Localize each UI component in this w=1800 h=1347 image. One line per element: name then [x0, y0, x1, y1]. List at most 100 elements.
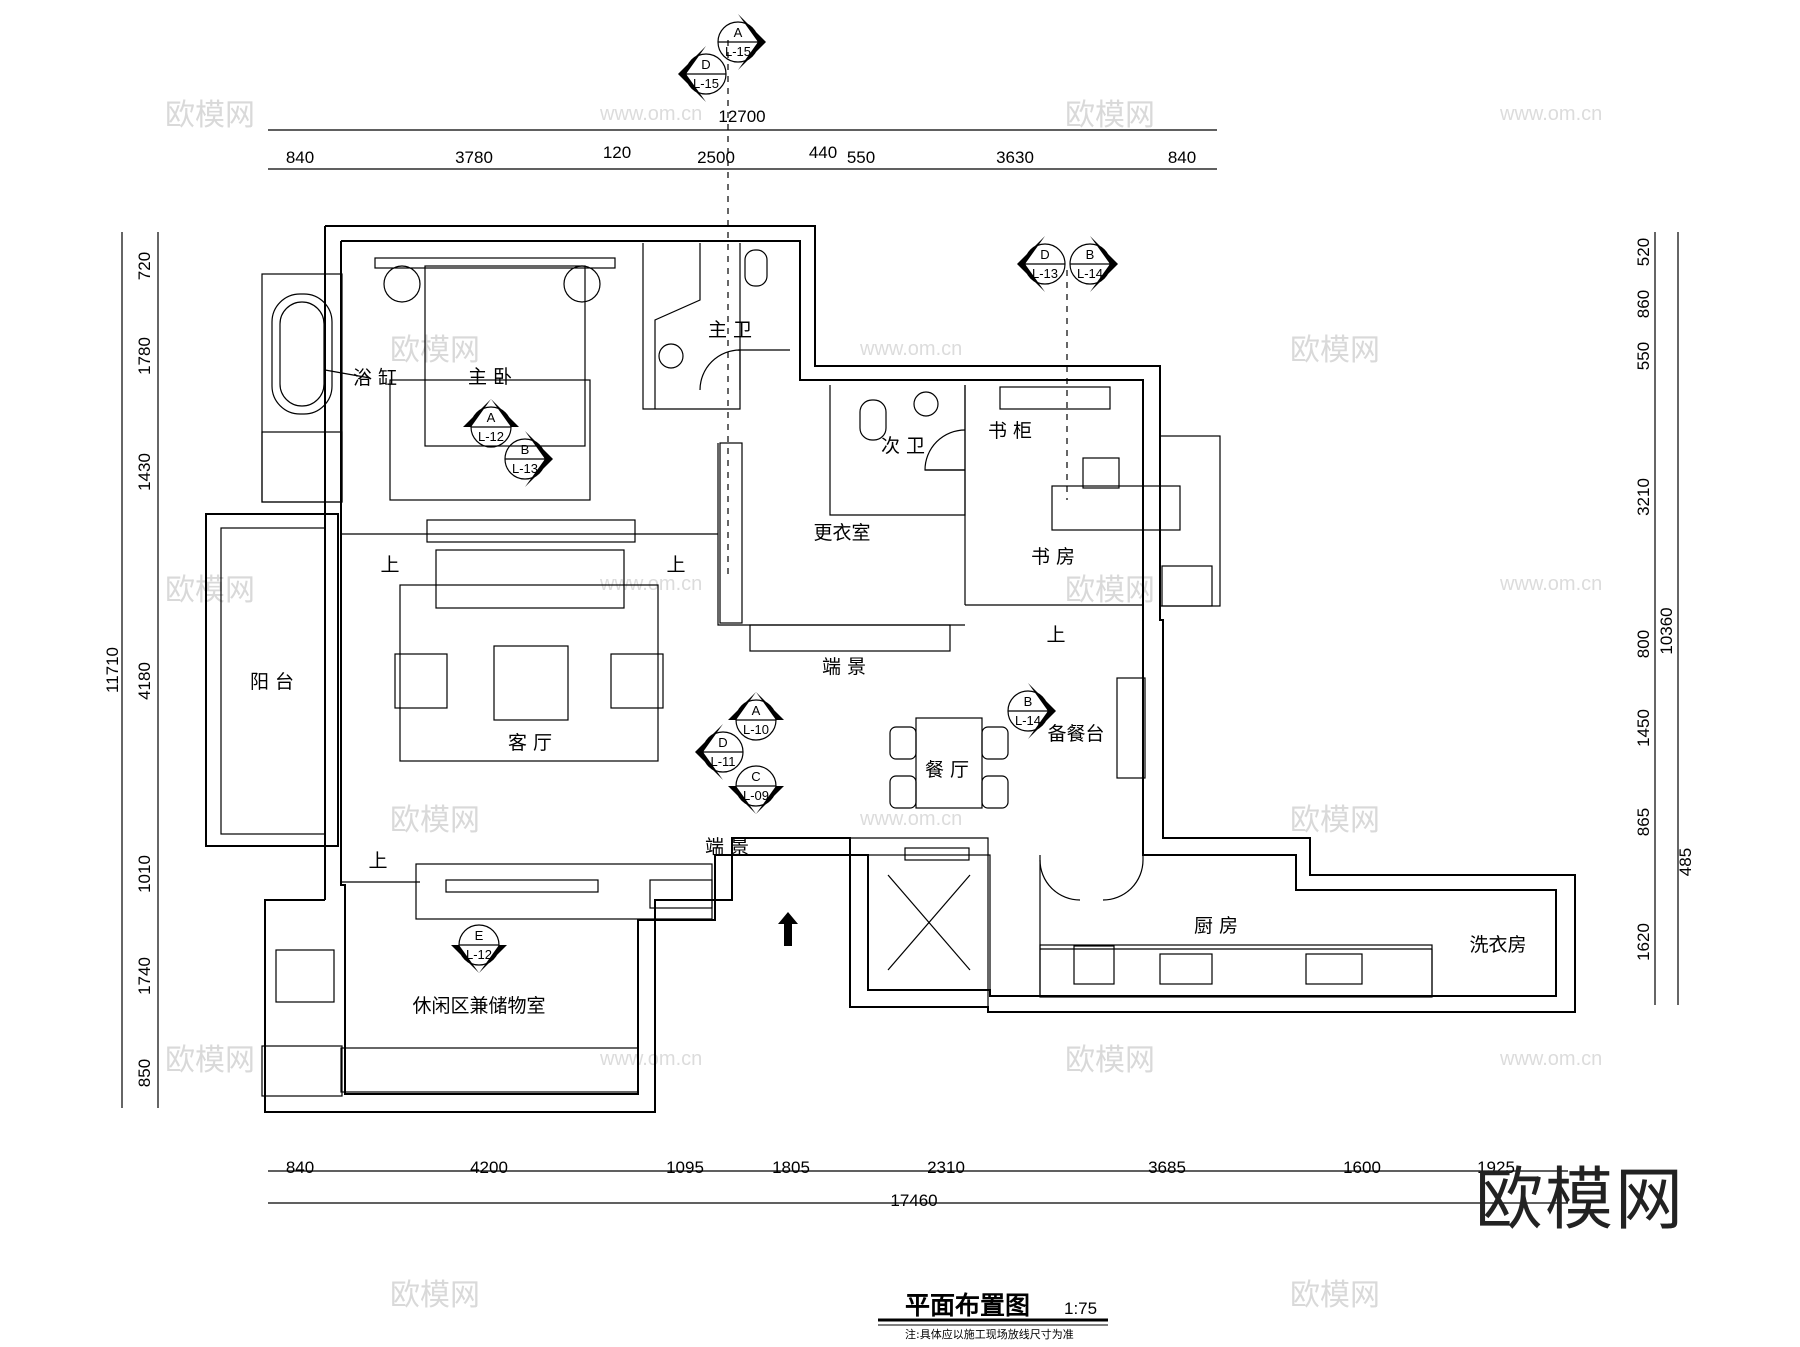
lamp-icon: [383, 265, 421, 303]
dim-right: 1620: [1634, 923, 1653, 961]
elevation-symbol: A L-10: [728, 692, 784, 741]
dim-top: 440: [809, 143, 837, 162]
drawing-scale: 1:75: [1064, 1299, 1097, 1318]
label-living-room: 客 厅: [508, 732, 552, 754]
dim-left: 1740: [135, 957, 154, 995]
svg-text:B: B: [1086, 247, 1095, 262]
watermark-url: www.om.cn: [1499, 573, 1602, 595]
sink-icon: [658, 343, 684, 369]
label-master-bath: 主 卫: [708, 319, 752, 341]
dim-right: 1450: [1634, 709, 1653, 747]
svg-text:L-15: L-15: [725, 44, 751, 59]
dims-bottom: 840 4200 1095 1805 2310 3685 1600 1925 1…: [286, 1158, 1515, 1210]
label-step-up: 上: [666, 554, 685, 576]
dim-right: 865: [1634, 808, 1653, 836]
dim-bottom: 2310: [927, 1158, 965, 1177]
storage-cabinet-icon: [340, 1047, 639, 1093]
label-study: 书 房: [1031, 546, 1075, 568]
dim-top: 120: [603, 143, 631, 162]
svg-text:L-15: L-15: [693, 76, 719, 91]
label-laundry: 洗衣房: [1469, 934, 1526, 956]
dim-left: 1430: [135, 453, 154, 491]
elevation-symbol: A L-12: [463, 399, 519, 448]
label-master-bedroom: 主 卧: [468, 366, 512, 388]
label-second-bath: 次 卫: [881, 435, 925, 457]
svg-text:L-14: L-14: [1077, 266, 1103, 281]
svg-text:L-14: L-14: [1015, 713, 1041, 728]
svg-text:C: C: [751, 769, 760, 784]
drawing-title: 平面布置图: [905, 1291, 1030, 1320]
watermark-logo: 欧模网: [390, 333, 480, 368]
fridge-icon: [1073, 945, 1115, 985]
watermark-url: www.om.cn: [859, 808, 962, 830]
svg-text:L-13: L-13: [1032, 266, 1058, 281]
svg-text:D: D: [701, 57, 710, 72]
stove-icon: [1305, 953, 1363, 985]
label-cloakroom: 更衣室: [813, 522, 870, 544]
watermark-logo: 欧模网: [390, 803, 480, 838]
dim-right: 800: [1634, 630, 1653, 658]
watermark-logo: 欧模网: [1065, 1043, 1155, 1078]
watermark-url: www.om.cn: [1499, 1048, 1602, 1070]
dim-right-total: 10360: [1657, 607, 1676, 654]
entrance-arrow-icon: [778, 912, 798, 946]
dim-bottom: 840: [286, 1158, 314, 1177]
dim-left: 850: [135, 1059, 154, 1087]
bookcase-icon: [999, 386, 1111, 410]
dim-left: 1010: [135, 855, 154, 893]
elevation-symbols: A L-15 D L-15 D L-13 B L-14 A L-12: [451, 14, 1118, 973]
toilet-icon: [859, 399, 887, 441]
svg-text:A: A: [734, 25, 743, 40]
elevation-symbol: D L-13: [1017, 236, 1066, 292]
svg-text:L-11: L-11: [710, 754, 735, 769]
label-kitchen: 厨 房: [1194, 915, 1238, 937]
svg-text:A: A: [752, 703, 761, 718]
elevation-symbol: B L-14: [1069, 236, 1118, 292]
label-pantry: 备餐台: [1047, 723, 1104, 745]
chair-icon: [1082, 457, 1120, 489]
dims-left: 11710 720 1780 1430 4180 1010 1740 850: [103, 252, 154, 1087]
label-bookcase: 书 柜: [988, 420, 1032, 442]
watermark-logo: 欧模网: [1290, 1278, 1380, 1313]
dim-bottom: 4200: [470, 1158, 508, 1177]
watermark-logo: 欧模网: [165, 573, 255, 608]
svg-text:L-09: L-09: [743, 788, 769, 803]
watermark-logo: 欧模网: [1065, 573, 1155, 608]
dim-left-total: 11710: [103, 647, 122, 693]
watermark-url: www.om.cn: [859, 338, 962, 360]
svg-text:A: A: [487, 410, 496, 425]
drawing-note: 注:具体应以施工现场放线尺寸为准: [905, 1327, 1074, 1341]
svg-text:L-12: L-12: [478, 429, 504, 444]
elevation-symbol: A L-15: [717, 14, 766, 70]
dim-bottom: 1095: [666, 1158, 704, 1177]
elevation-symbol: B L-14: [1007, 683, 1056, 739]
dim-top: 550: [847, 148, 875, 167]
furniture: [261, 249, 1433, 1097]
label-focal-wall: 端 景: [705, 836, 749, 858]
elevation-symbol: D L-11: [695, 724, 744, 780]
label-dining-room: 餐 厅: [925, 759, 969, 781]
elevation-symbol: D L-15: [678, 46, 727, 102]
svg-text:E: E: [475, 928, 484, 943]
dining-table-icon: [915, 717, 983, 809]
dim-right: 550: [1634, 342, 1653, 370]
bed-icon: [424, 265, 586, 447]
rug-icon: [399, 584, 659, 762]
svg-text:L-12: L-12: [466, 947, 492, 962]
label-focal-wall: 端 景: [822, 656, 866, 678]
dim-top: 3630: [996, 148, 1034, 167]
watermark-url: www.om.cn: [599, 1048, 702, 1070]
title-block: 平面布置图 1:75 注:具体应以施工现场放线尺寸为准: [878, 1291, 1108, 1341]
label-step-up: 上: [368, 850, 387, 872]
watermark-logo: 欧模网: [390, 1278, 480, 1313]
dim-right: 3210: [1634, 478, 1653, 516]
toilet-icon: [744, 249, 768, 287]
label-leisure-storage: 休闲区兼储物室: [412, 995, 545, 1017]
room-labels: 主 卧 浴 缸 主 卫 次 卫 书 柜 更衣室 书 房 阳 台 客 厅 端 景 …: [250, 319, 1527, 1017]
elevation-symbol: B L-13: [504, 431, 553, 487]
desk-icon: [1051, 485, 1181, 531]
dim-bottom-total: 17460: [890, 1191, 937, 1210]
dims-top: 12700 840 3780 120 2500 440 550 3630 840: [286, 107, 1196, 167]
svg-text:L-13: L-13: [512, 461, 538, 476]
